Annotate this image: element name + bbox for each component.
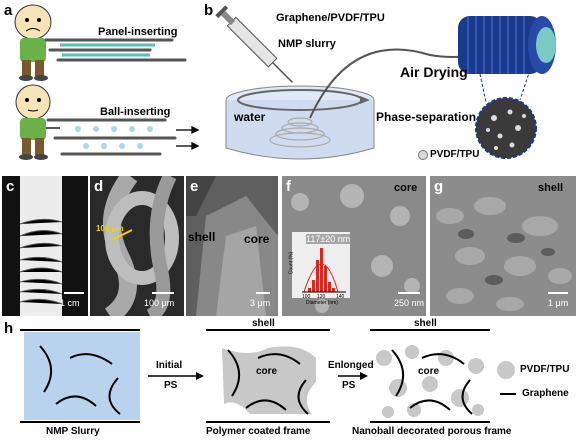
panel-d-sem bbox=[103, 176, 179, 316]
ball-inserting-label: Ball-inserting bbox=[100, 106, 171, 118]
frame3-caption: Nanoball decorated porous frame bbox=[352, 426, 512, 437]
panel-h-label: h bbox=[4, 320, 14, 337]
panel-h-schematic bbox=[20, 329, 516, 423]
panel-c-scalebar bbox=[64, 292, 84, 294]
panel-a: a bbox=[0, 0, 200, 175]
frame2-caption: Polymer coated frame bbox=[206, 426, 311, 437]
frame2-core-label: core bbox=[256, 366, 278, 377]
legend-line-label: Graphene bbox=[522, 388, 569, 399]
legend-ball-label: PVDF/TPU bbox=[520, 364, 570, 375]
panel-e-label: e bbox=[190, 178, 199, 195]
panel-g-shell-label: shell bbox=[538, 182, 564, 194]
panel-inserting-label: Panel-inserting bbox=[98, 26, 178, 38]
frame3-shell-label: shell bbox=[414, 318, 437, 329]
panel-c-scale-label: 1 cm bbox=[60, 298, 80, 308]
panel-f-label: f bbox=[286, 178, 291, 195]
step1-label-line1: Initial bbox=[156, 360, 183, 371]
panel-e-scale-label: 3 μm bbox=[250, 298, 271, 308]
panel-e: e shell core 3 μm bbox=[186, 176, 278, 316]
panel-f: f core 117±20 nm Count (%) 100 120 140 D… bbox=[282, 176, 426, 316]
frame1-caption: NMP Slurry bbox=[46, 426, 100, 437]
panel-g-scale-label: 1 μm bbox=[548, 298, 569, 308]
panel-f-scale-label: 250 nm bbox=[394, 298, 425, 308]
panel-d-scalebar bbox=[152, 292, 174, 294]
slurry-label-line1: Graphene/PVDF/TPU bbox=[276, 12, 385, 24]
panel-b-label: b bbox=[204, 2, 214, 19]
panel-f-inset-xtick-2: 120 bbox=[317, 294, 326, 300]
panel-g-sem bbox=[430, 176, 576, 316]
panel-f-inset-xtick-1: 100 bbox=[302, 294, 311, 300]
frame2-shell-label: shell bbox=[252, 318, 275, 329]
panel-e-shell-label: shell bbox=[188, 230, 216, 244]
step2-label-line1: Enlonged bbox=[328, 360, 374, 371]
panel-e-core-label: core bbox=[244, 232, 270, 246]
panel-g-label: g bbox=[434, 178, 444, 195]
panel-e-scalebar bbox=[256, 292, 270, 294]
panel-f-inset-xtick-3: 140 bbox=[336, 294, 345, 300]
phase-separation-label: Phase-separation bbox=[376, 110, 477, 124]
panel-c-label: c bbox=[6, 178, 15, 195]
panel-d: d 100 μm 100 μm bbox=[90, 176, 184, 316]
slurry-label-line2: NMP slurry bbox=[278, 38, 336, 50]
panel-d-scale-label: 100 μm bbox=[144, 298, 175, 308]
panel-f-inset-ylabel: Count (%) bbox=[288, 251, 295, 275]
step1-label-line2: PS bbox=[164, 380, 178, 391]
panel-g-scalebar bbox=[548, 292, 568, 294]
panel-e-sem bbox=[186, 176, 278, 316]
water-label: water bbox=[234, 110, 266, 124]
panel-c-photo bbox=[19, 176, 63, 316]
panel-h: h bbox=[0, 318, 578, 442]
panel-b: b bbox=[200, 0, 578, 175]
pvdf-tpu-legend-label: PVDF/TPU bbox=[430, 149, 480, 160]
panel-b-illustration bbox=[215, 5, 556, 160]
step2-label-line2: PS bbox=[342, 380, 356, 391]
air-drying-label: Air Drying bbox=[400, 64, 468, 80]
panel-g: g shell 1 μm bbox=[430, 176, 576, 316]
panel-f-scalebar bbox=[398, 292, 420, 294]
panel-a-illustration bbox=[14, 4, 200, 160]
panel-f-core-label: core bbox=[394, 182, 418, 194]
panel-c: c 1 cm bbox=[2, 176, 88, 316]
panel-d-measure-label: 100 μm bbox=[96, 224, 124, 233]
panel-d-label: d bbox=[94, 178, 104, 195]
panel-a-label: a bbox=[4, 2, 13, 19]
panel-f-inset-annotation: 117±20 nm bbox=[306, 234, 351, 244]
frame3-core-label: core bbox=[418, 366, 440, 377]
panel-f-inset-xlabel: Diameter (nm) bbox=[306, 300, 338, 306]
